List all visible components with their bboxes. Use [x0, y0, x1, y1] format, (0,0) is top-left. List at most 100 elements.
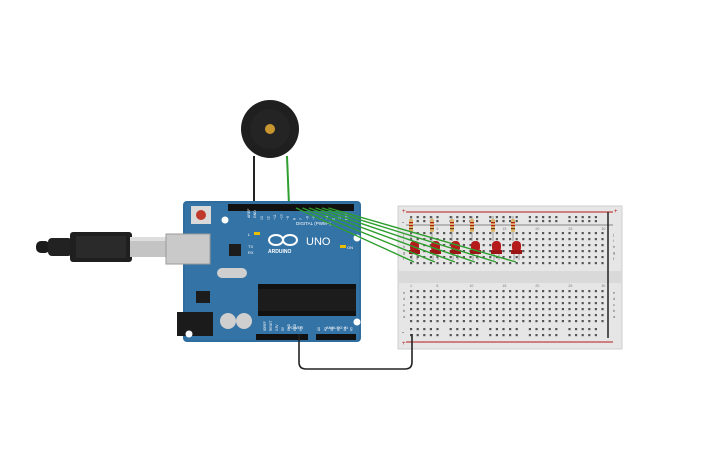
breadboard-hole[interactable] [594, 250, 597, 253]
breadboard-hole[interactable] [528, 244, 531, 247]
breadboard-hole[interactable] [542, 244, 545, 247]
breadboard-hole[interactable] [449, 232, 452, 235]
breadboard-hole[interactable] [561, 314, 564, 317]
breadboard-hole[interactable] [515, 302, 518, 305]
breadboard-hole[interactable] [456, 256, 459, 259]
breadboard-hole[interactable] [509, 320, 512, 323]
rail-hole[interactable] [416, 328, 419, 331]
breadboard-hole[interactable] [522, 256, 525, 259]
breadboard-hole[interactable] [568, 256, 571, 259]
rail-hole[interactable] [423, 220, 426, 223]
rail-hole[interactable] [449, 216, 452, 219]
breadboard-hole[interactable] [482, 320, 485, 323]
breadboard-hole[interactable] [436, 296, 439, 299]
breadboard-hole[interactable] [555, 232, 558, 235]
breadboard-hole[interactable] [476, 320, 479, 323]
breadboard-hole[interactable] [575, 308, 578, 311]
breadboard-hole[interactable] [601, 262, 604, 265]
breadboard-hole[interactable] [502, 250, 505, 253]
rail-hole[interactable] [462, 334, 465, 337]
rail-hole[interactable] [416, 334, 419, 337]
breadboard-hole[interactable] [594, 256, 597, 259]
breadboard-hole[interactable] [535, 262, 538, 265]
breadboard-hole[interactable] [443, 302, 446, 305]
breadboard-hole[interactable] [476, 314, 479, 317]
breadboard-hole[interactable] [423, 232, 426, 235]
rail-hole[interactable] [509, 334, 512, 337]
breadboard-hole[interactable] [495, 262, 498, 265]
breadboard-hole[interactable] [456, 320, 459, 323]
rail-hole[interactable] [535, 328, 538, 331]
breadboard-hole[interactable] [542, 302, 545, 305]
breadboard-hole[interactable] [548, 296, 551, 299]
breadboard-hole[interactable] [542, 290, 545, 293]
breadboard-hole[interactable] [535, 302, 538, 305]
breadboard-hole[interactable] [522, 296, 525, 299]
breadboard-hole[interactable] [509, 314, 512, 317]
rail-hole[interactable] [535, 216, 538, 219]
rail-hole[interactable] [568, 220, 571, 223]
breadboard-hole[interactable] [581, 250, 584, 253]
breadboard-hole[interactable] [462, 320, 465, 323]
breadboard-hole[interactable] [548, 302, 551, 305]
rail-hole[interactable] [581, 220, 584, 223]
breadboard-hole[interactable] [581, 320, 584, 323]
rail-hole[interactable] [568, 334, 571, 337]
breadboard-hole[interactable] [548, 250, 551, 253]
breadboard-hole[interactable] [515, 308, 518, 311]
breadboard-hole[interactable] [601, 244, 604, 247]
breadboard-hole[interactable] [588, 302, 591, 305]
rail-hole[interactable] [542, 220, 545, 223]
rail-hole[interactable] [594, 328, 597, 331]
breadboard-hole[interactable] [542, 308, 545, 311]
rail-hole[interactable] [515, 328, 518, 331]
breadboard-hole[interactable] [429, 238, 432, 241]
breadboard-hole[interactable] [495, 232, 498, 235]
breadboard-hole[interactable] [561, 262, 564, 265]
breadboard-hole[interactable] [601, 290, 604, 293]
breadboard-hole[interactable] [502, 262, 505, 265]
rail-hole[interactable] [588, 328, 591, 331]
breadboard-hole[interactable] [502, 256, 505, 259]
breadboard-hole[interactable] [515, 232, 518, 235]
breadboard-hole[interactable] [522, 320, 525, 323]
breadboard-hole[interactable] [416, 302, 419, 305]
rail-hole[interactable] [476, 220, 479, 223]
arduino-uno-board[interactable]: UNO ARDUINO DIGITAL (PWM~) POWER ANALOG … [165, 201, 361, 342]
breadboard-hole[interactable] [594, 308, 597, 311]
breadboard-hole[interactable] [522, 250, 525, 253]
breadboard-hole[interactable] [482, 308, 485, 311]
breadboard-hole[interactable] [429, 244, 432, 247]
breadboard-hole[interactable] [588, 262, 591, 265]
breadboard-hole[interactable] [528, 262, 531, 265]
breadboard-hole[interactable] [495, 238, 498, 241]
breadboard-hole[interactable] [502, 290, 505, 293]
breadboard-hole[interactable] [502, 302, 505, 305]
rail-hole[interactable] [528, 216, 531, 219]
breadboard-hole[interactable] [581, 244, 584, 247]
breadboard-hole[interactable] [482, 244, 485, 247]
breadboard-hole[interactable] [462, 244, 465, 247]
rail-hole[interactable] [476, 334, 479, 337]
rail-hole[interactable] [456, 328, 459, 331]
signal-wire[interactable] [315, 207, 476, 263]
breadboard-hole[interactable] [429, 302, 432, 305]
breadboard-hole[interactable] [410, 256, 413, 259]
breadboard-hole[interactable] [482, 250, 485, 253]
rail-hole[interactable] [528, 334, 531, 337]
breadboard-hole[interactable] [469, 238, 472, 241]
rail-hole[interactable] [462, 328, 465, 331]
breadboard-hole[interactable] [522, 232, 525, 235]
rail-hole[interactable] [581, 216, 584, 219]
breadboard-hole[interactable] [515, 256, 518, 259]
breadboard-hole[interactable] [515, 314, 518, 317]
breadboard-hole[interactable] [601, 296, 604, 299]
breadboard-hole[interactable] [449, 262, 452, 265]
breadboard-hole[interactable] [489, 256, 492, 259]
rail-hole[interactable] [502, 216, 505, 219]
breadboard-hole[interactable] [535, 320, 538, 323]
breadboard-hole[interactable] [429, 308, 432, 311]
breadboard-hole[interactable] [555, 314, 558, 317]
breadboard-hole[interactable] [509, 302, 512, 305]
